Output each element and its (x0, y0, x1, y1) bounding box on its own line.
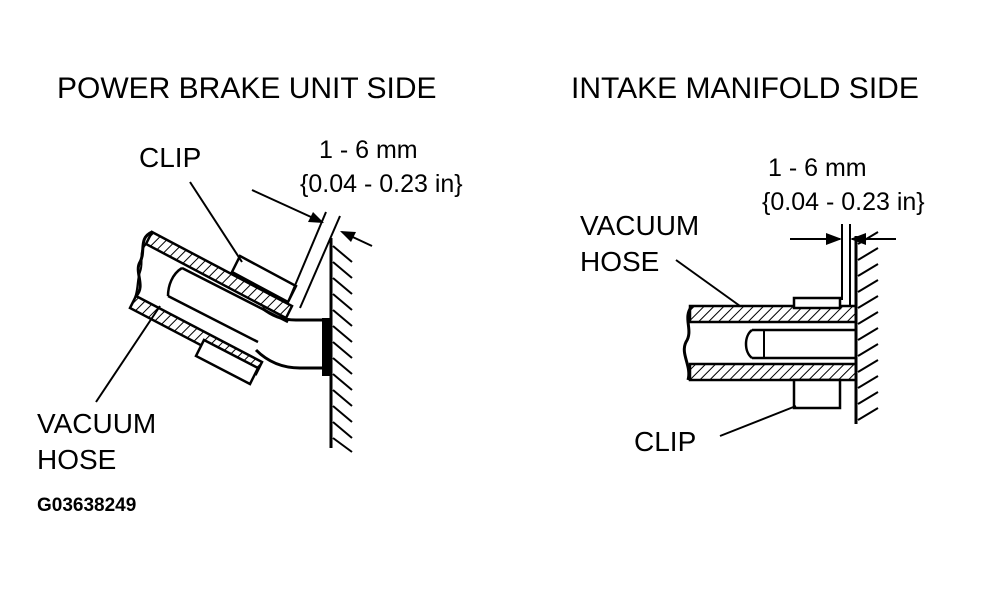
left-hose-label-line2: HOSE (37, 444, 117, 475)
right-hose-end (682, 305, 694, 381)
right-wall-hatch (857, 231, 879, 421)
left-hose-end (134, 230, 153, 298)
left-hose-label-line1: VACUUM (37, 408, 157, 439)
left-dim-ext-1 (287, 211, 327, 303)
left-dimension-imperial: {0.04 - 0.23 in} (300, 170, 463, 198)
right-clip-label: CLIP (634, 426, 697, 457)
left-clip-label: CLIP (139, 142, 202, 173)
right-drawing (675, 224, 896, 437)
right-clip-leader (719, 405, 797, 437)
left-dimension-value: 1 - 6 mm (319, 136, 418, 164)
left-inner-pipe-bottom (167, 294, 259, 344)
left-clip-lower (194, 338, 260, 386)
right-dim-arrow-b (850, 233, 866, 245)
left-hose-end-inner (129, 243, 147, 309)
left-wall-hatch (332, 245, 353, 453)
right-inner-pipe-end (744, 329, 753, 359)
left-inner-pipe-top (181, 266, 289, 324)
right-hose-label-line2: HOSE (580, 246, 660, 277)
figure-code: G03638249 (37, 495, 137, 516)
right-dim-arrow-a (826, 233, 842, 245)
right-clip-upper (792, 296, 842, 310)
left-dim-ext-2 (299, 215, 341, 309)
right-title: INTAKE MANIFOLD SIDE (571, 72, 919, 105)
left-dim-line-a (251, 189, 323, 223)
left-hose-upper-wall (144, 230, 294, 320)
left-hose-leader (95, 305, 161, 403)
right-hose-leader (675, 259, 741, 307)
right-clip-lower (792, 378, 842, 410)
right-hose-lower-wall (688, 362, 858, 382)
left-clip-leader (189, 181, 243, 263)
left-title: POWER BRAKE UNIT SIDE (57, 72, 437, 105)
left-dim-arrow-b (340, 231, 356, 242)
right-hose-upper-wall (688, 304, 858, 324)
right-hose-label-line1: VACUUM (580, 210, 700, 241)
left-flange (322, 318, 332, 376)
left-dim-arrow-a (308, 212, 324, 223)
left-pipe-bottom (254, 348, 330, 370)
right-dimension-value: 1 - 6 mm (768, 154, 867, 182)
left-inner-pipe-end (166, 266, 183, 297)
right-dimension-imperial: {0.04 - 0.23 in} (762, 188, 925, 216)
left-drawing (95, 181, 373, 453)
